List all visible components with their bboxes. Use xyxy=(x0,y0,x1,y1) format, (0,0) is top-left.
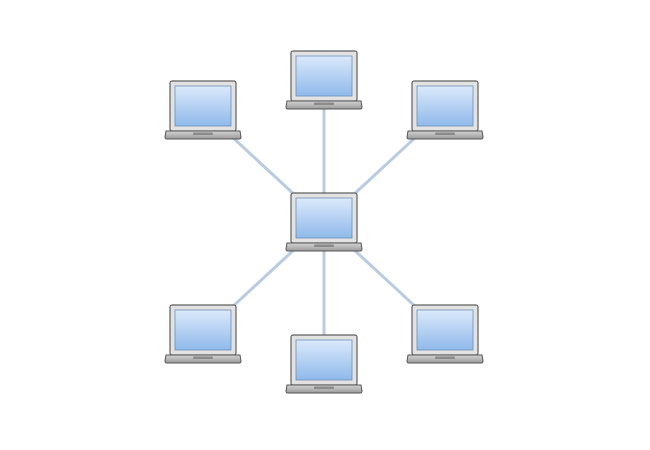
laptop-icon-top xyxy=(285,50,363,110)
laptop-icon-hub xyxy=(285,192,363,252)
nodes-layer xyxy=(164,50,484,394)
laptop-icon-bottom-left xyxy=(164,304,242,364)
laptop-icon-top-right xyxy=(406,80,484,140)
laptop-icon-bottom xyxy=(285,334,363,394)
laptop-icon-bottom-right xyxy=(406,304,484,364)
laptop-icon-top-left xyxy=(164,80,242,140)
